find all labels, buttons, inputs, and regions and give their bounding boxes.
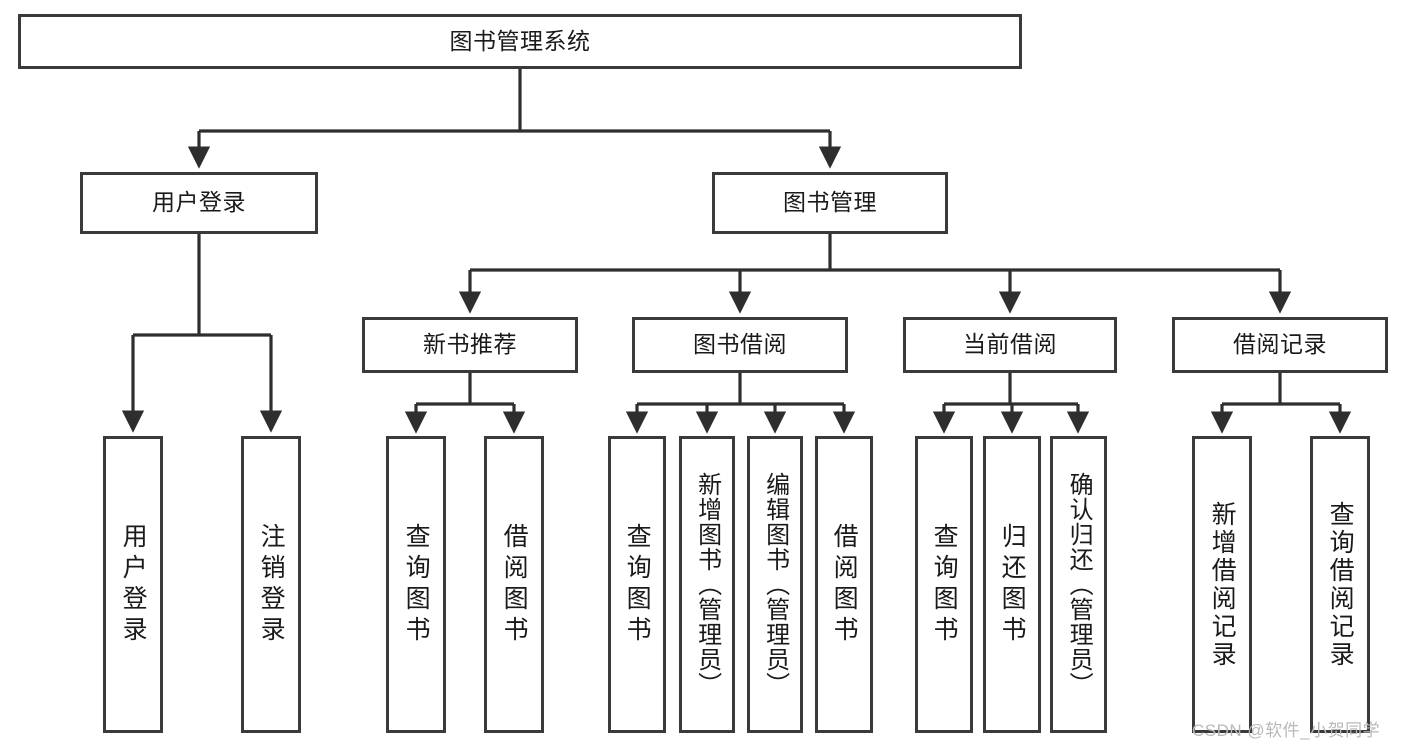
node-book-borrow-label: 图书借阅 [693,331,787,358]
node-root[interactable]: 图书管理系统 [18,14,1022,69]
node-leaf-logout-login-label: 注销登录 [257,522,286,647]
node-leaf-return-book[interactable]: 归还图书 [983,436,1041,733]
node-leaf-borrow-book-1[interactable]: 借阅图书 [484,436,544,733]
node-leaf-query-book-1-label: 查询图书 [402,522,431,647]
watermark: CSDN @软件_小贺同学 [1192,721,1381,740]
node-leaf-query-record[interactable]: 查询借阅记录 [1310,436,1370,733]
node-leaf-return-book-label: 归还图书 [998,522,1027,647]
node-leaf-query-book-2-label: 查询图书 [623,522,652,647]
node-leaf-add-record-label: 新增借阅记录 [1208,500,1237,669]
node-current-borrow-label: 当前借阅 [963,331,1057,358]
node-leaf-add-book[interactable]: 新增图书（管理员） [679,436,735,733]
node-leaf-borrow-book-2-label: 借阅图书 [830,522,859,647]
node-leaf-user-login[interactable]: 用户登录 [103,436,163,733]
node-leaf-edit-book[interactable]: 编辑图书（管理员） [747,436,803,733]
node-leaf-query-book-2[interactable]: 查询图书 [608,436,666,733]
node-leaf-add-book-label: 新增图书（管理员） [693,472,721,697]
node-user-login-label: 用户登录 [152,189,246,216]
node-leaf-confirm-return-label: 确认归还（管理员） [1065,472,1093,697]
node-leaf-query-record-label: 查询借阅记录 [1326,500,1355,669]
node-leaf-borrow-book-2[interactable]: 借阅图书 [815,436,873,733]
node-book-borrow[interactable]: 图书借阅 [632,317,848,373]
node-book-manage-label: 图书管理 [783,189,877,216]
node-leaf-query-book-3-label: 查询图书 [930,522,959,647]
node-leaf-confirm-return[interactable]: 确认归还（管理员） [1050,436,1107,733]
node-new-book-recommend-label: 新书推荐 [423,331,517,358]
node-leaf-user-login-label: 用户登录 [119,522,148,647]
node-leaf-edit-book-label: 编辑图书（管理员） [761,472,789,697]
node-borrow-record-label: 借阅记录 [1233,331,1327,358]
node-leaf-logout-login[interactable]: 注销登录 [241,436,301,733]
node-user-login[interactable]: 用户登录 [80,172,318,234]
node-leaf-query-book-1[interactable]: 查询图书 [386,436,446,733]
node-leaf-query-book-3[interactable]: 查询图书 [915,436,973,733]
node-leaf-borrow-book-1-label: 借阅图书 [500,522,529,647]
node-current-borrow[interactable]: 当前借阅 [903,317,1117,373]
node-new-book-recommend[interactable]: 新书推荐 [362,317,578,373]
node-leaf-add-record[interactable]: 新增借阅记录 [1192,436,1252,733]
node-borrow-record[interactable]: 借阅记录 [1172,317,1388,373]
node-root-label: 图书管理系统 [449,27,591,54]
node-book-manage[interactable]: 图书管理 [712,172,948,234]
